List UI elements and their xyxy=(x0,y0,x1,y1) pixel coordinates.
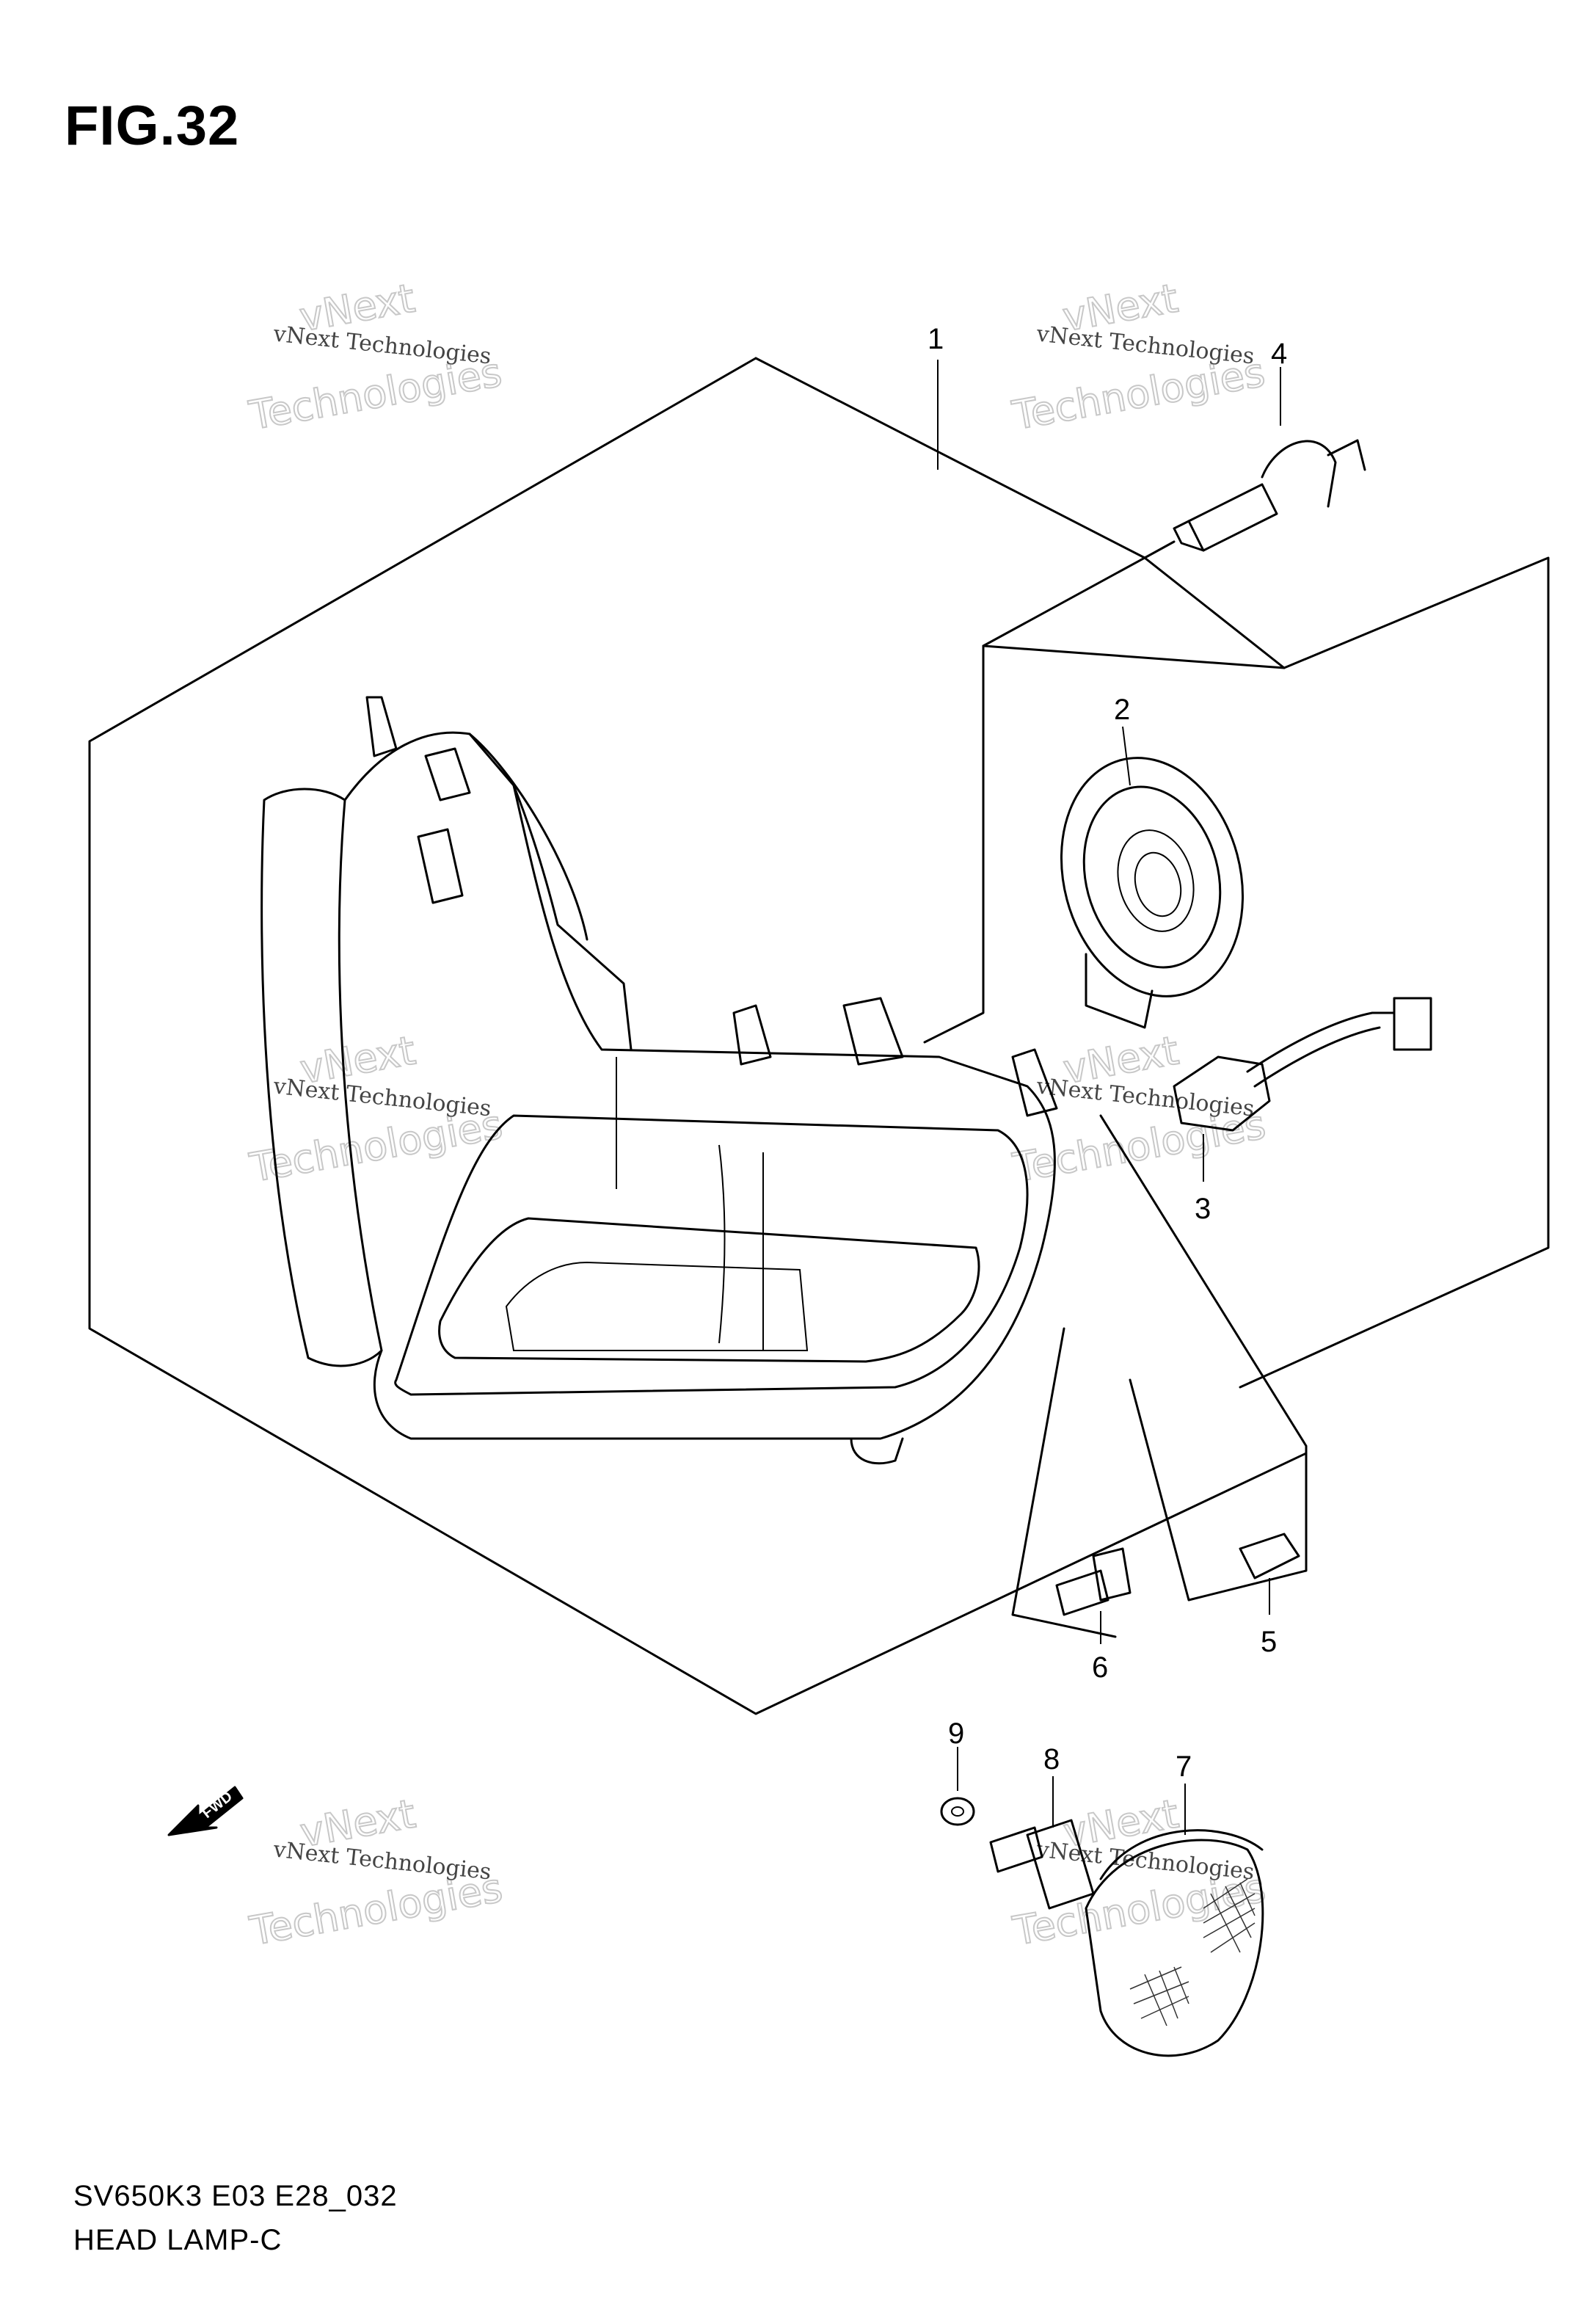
callout-9: 9 xyxy=(948,1717,964,1750)
watermark-small-text: vNext Technologies xyxy=(1035,321,1256,369)
watermark-small-text: vNext Technologies xyxy=(272,1073,492,1122)
headlight-bulb xyxy=(1173,439,1366,552)
reflector xyxy=(1085,1829,1264,2057)
screw-position-frame xyxy=(1011,1327,1117,1638)
callout-3: 3 xyxy=(1195,1193,1211,1225)
model-code: SV650K3 E03 E28_032 xyxy=(73,2180,398,2212)
washer xyxy=(940,1797,975,1826)
assembly-hexagon-inner-cut xyxy=(982,644,1286,669)
bulb-position-frame xyxy=(1099,1114,1308,1602)
position-bulb xyxy=(1239,1533,1300,1579)
assembly-hexagon-outline xyxy=(88,357,1550,1715)
watermark-small-text: vNext Technologies xyxy=(1035,1836,1256,1885)
callout-4: 4 xyxy=(1271,338,1287,370)
callout-2: 2 xyxy=(1114,694,1130,726)
watermark-small-text: vNext Technologies xyxy=(272,1836,492,1885)
callout-7: 7 xyxy=(1176,1751,1192,1783)
mounting-screw xyxy=(1055,1547,1132,1616)
socket-cover xyxy=(1060,757,1245,1029)
section-name: HEAD LAMP-C xyxy=(73,2224,283,2256)
callout-5: 5 xyxy=(1261,1626,1277,1658)
callout-8: 8 xyxy=(1043,1743,1060,1775)
headlamp-housing xyxy=(260,696,1058,1465)
callout-2-leader xyxy=(1122,726,1131,786)
watermark-small-text: vNext Technologies xyxy=(272,321,492,369)
callout-1: 1 xyxy=(928,323,944,355)
figure-title: FIG.32 xyxy=(65,95,240,157)
callout-6: 6 xyxy=(1092,1651,1108,1684)
watermark-small-text: vNext Technologies xyxy=(1035,1073,1256,1122)
socket-with-wiring xyxy=(1173,997,1432,1132)
fwd-arrow: FWD xyxy=(167,1786,244,1836)
